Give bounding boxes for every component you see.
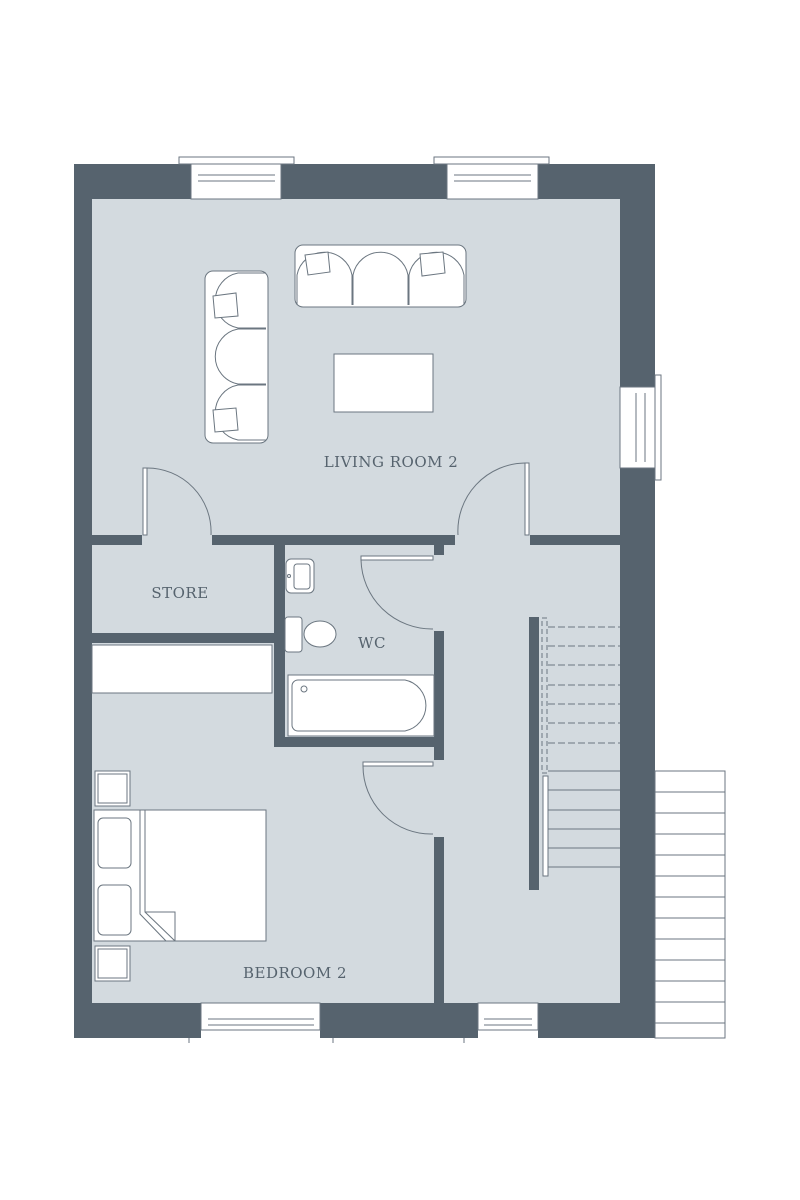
bedside-table-bottom [94, 945, 131, 982]
room-label-bedroom: BEDROOM 2 [243, 964, 347, 982]
room-label-wc: WC [358, 634, 386, 652]
wardrobe [91, 644, 273, 694]
room-label-store: STORE [151, 584, 208, 602]
bathtub [287, 674, 435, 737]
basin [285, 558, 315, 594]
staircase [541, 617, 620, 877]
sofa-three-seat [294, 244, 467, 308]
door-bedroom[interactable] [362, 761, 434, 835]
window-bottom-right [463, 1002, 539, 1043]
door-living-room[interactable] [457, 462, 530, 536]
toilet [284, 616, 337, 653]
coffee-table [333, 353, 434, 413]
door-store[interactable] [142, 467, 212, 536]
bed [93, 809, 267, 942]
window-top-left [178, 156, 295, 200]
window-bottom-left [188, 1002, 334, 1043]
bedside-table-top [94, 770, 131, 807]
window-top-right [433, 156, 550, 200]
window-right [619, 374, 662, 481]
door-wc[interactable] [360, 555, 434, 630]
interior-walls [92, 535, 620, 1003]
sofa-side [204, 270, 269, 444]
external-stairs [654, 770, 726, 1039]
outer-walls [74, 164, 655, 1038]
room-label-living-room: LIVING ROOM 2 [324, 453, 459, 471]
